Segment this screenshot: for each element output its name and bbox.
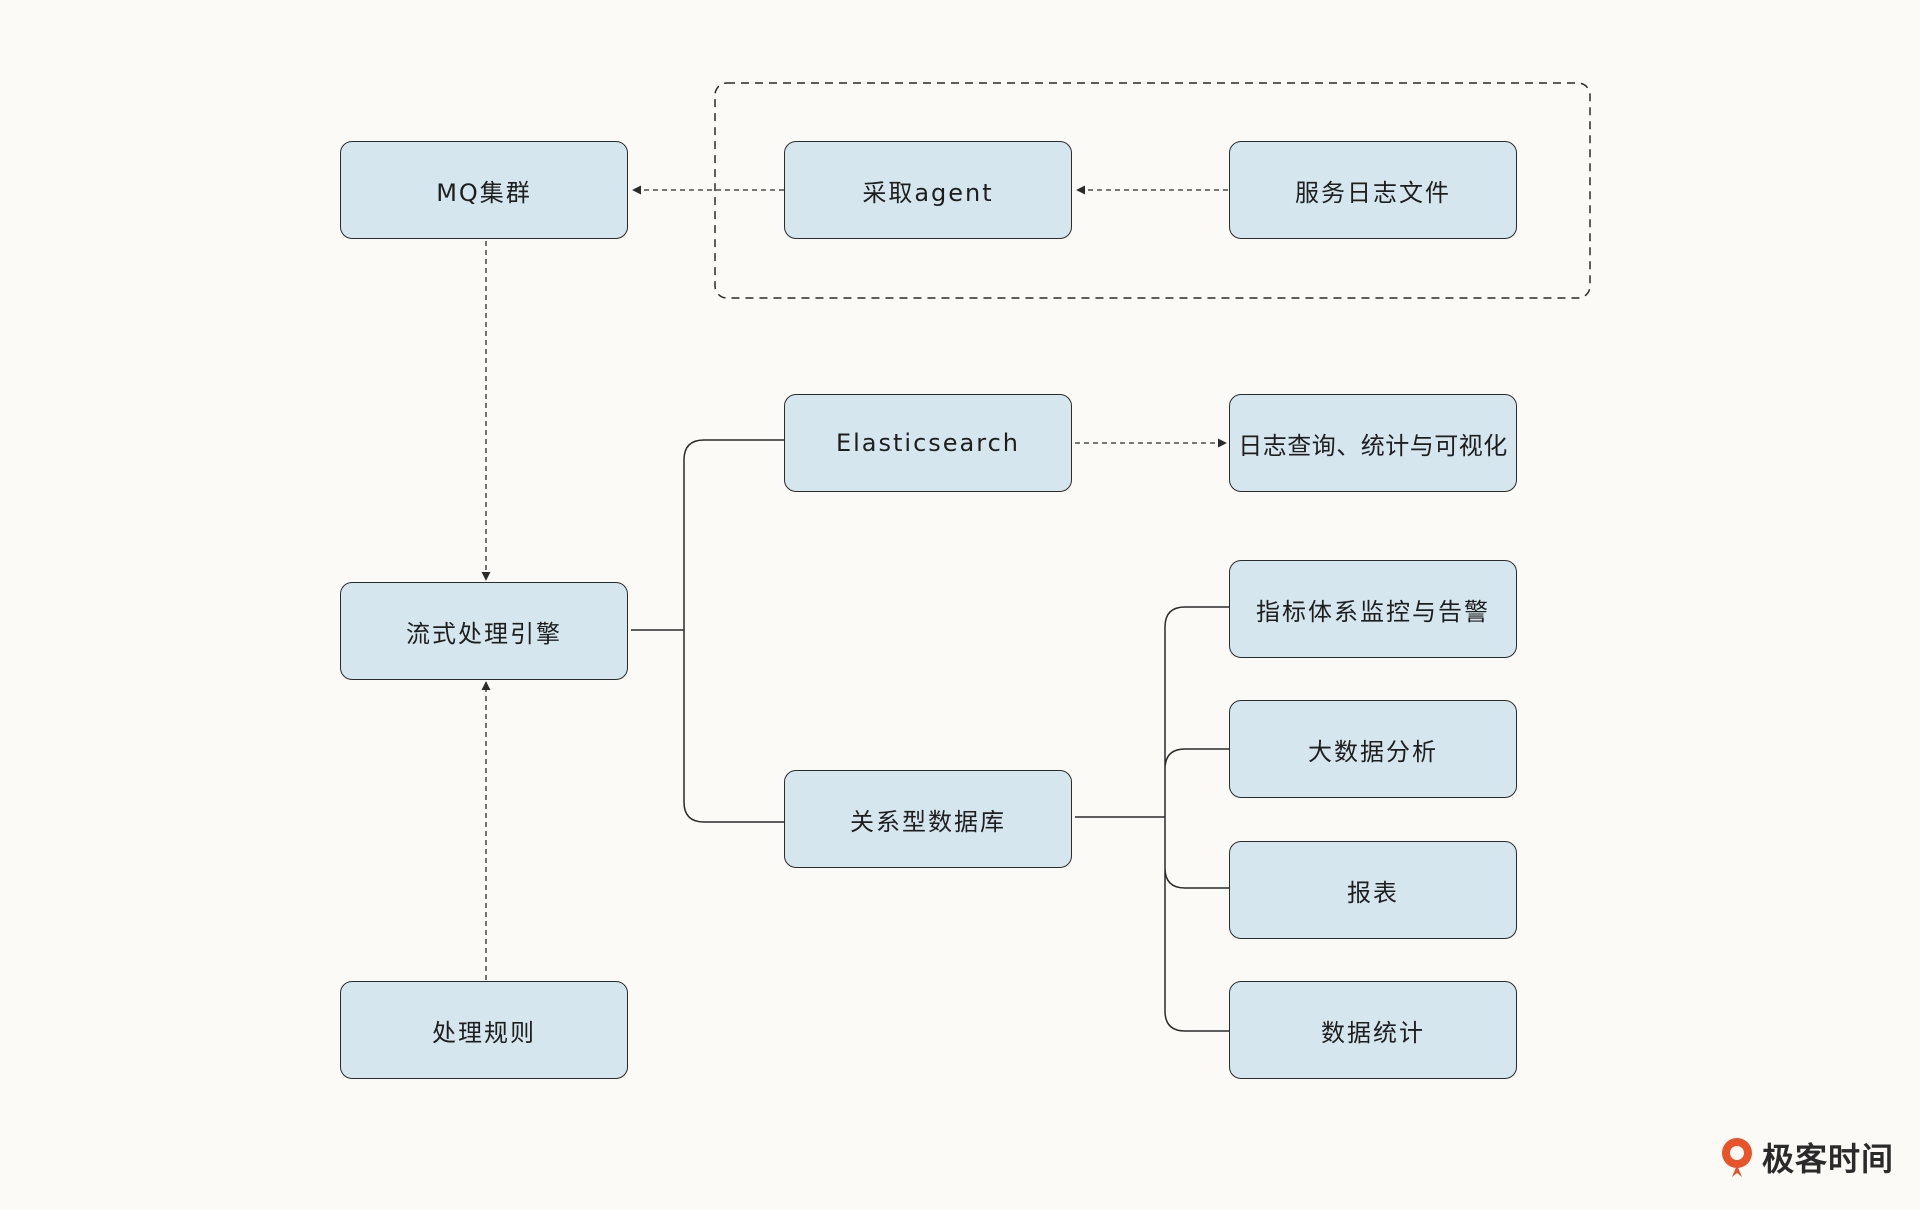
geektime-logo-icon	[1722, 1138, 1752, 1177]
node-service-log-file: 服务日志文件	[1229, 141, 1517, 239]
line-stream-to-es-rdb	[631, 439, 784, 823]
node-log-query-visualization: 日志查询、统计与可视化	[1229, 394, 1517, 492]
node-metrics-alerting: 指标体系监控与告警	[1229, 560, 1517, 658]
node-processing-rules: 处理规则	[340, 981, 628, 1079]
node-report: 报表	[1229, 841, 1517, 939]
collection-group-boundary	[714, 82, 1591, 299]
node-bigdata-analysis: 大数据分析	[1229, 700, 1517, 798]
logo-text: 极客时间	[1762, 1140, 1895, 1178]
node-stream-engine: 流式处理引擎	[340, 582, 628, 680]
geektime-logo: 极客时间	[1718, 1134, 1894, 1180]
node-data-statistics: 数据统计	[1229, 981, 1517, 1079]
node-elasticsearch: Elasticsearch	[784, 394, 1072, 492]
node-collect-agent: 采取agent	[784, 141, 1072, 239]
line-rdb-to-outputs	[1075, 606, 1229, 1032]
node-relational-db: 关系型数据库	[784, 770, 1072, 868]
node-mq-cluster: MQ集群	[340, 141, 628, 239]
